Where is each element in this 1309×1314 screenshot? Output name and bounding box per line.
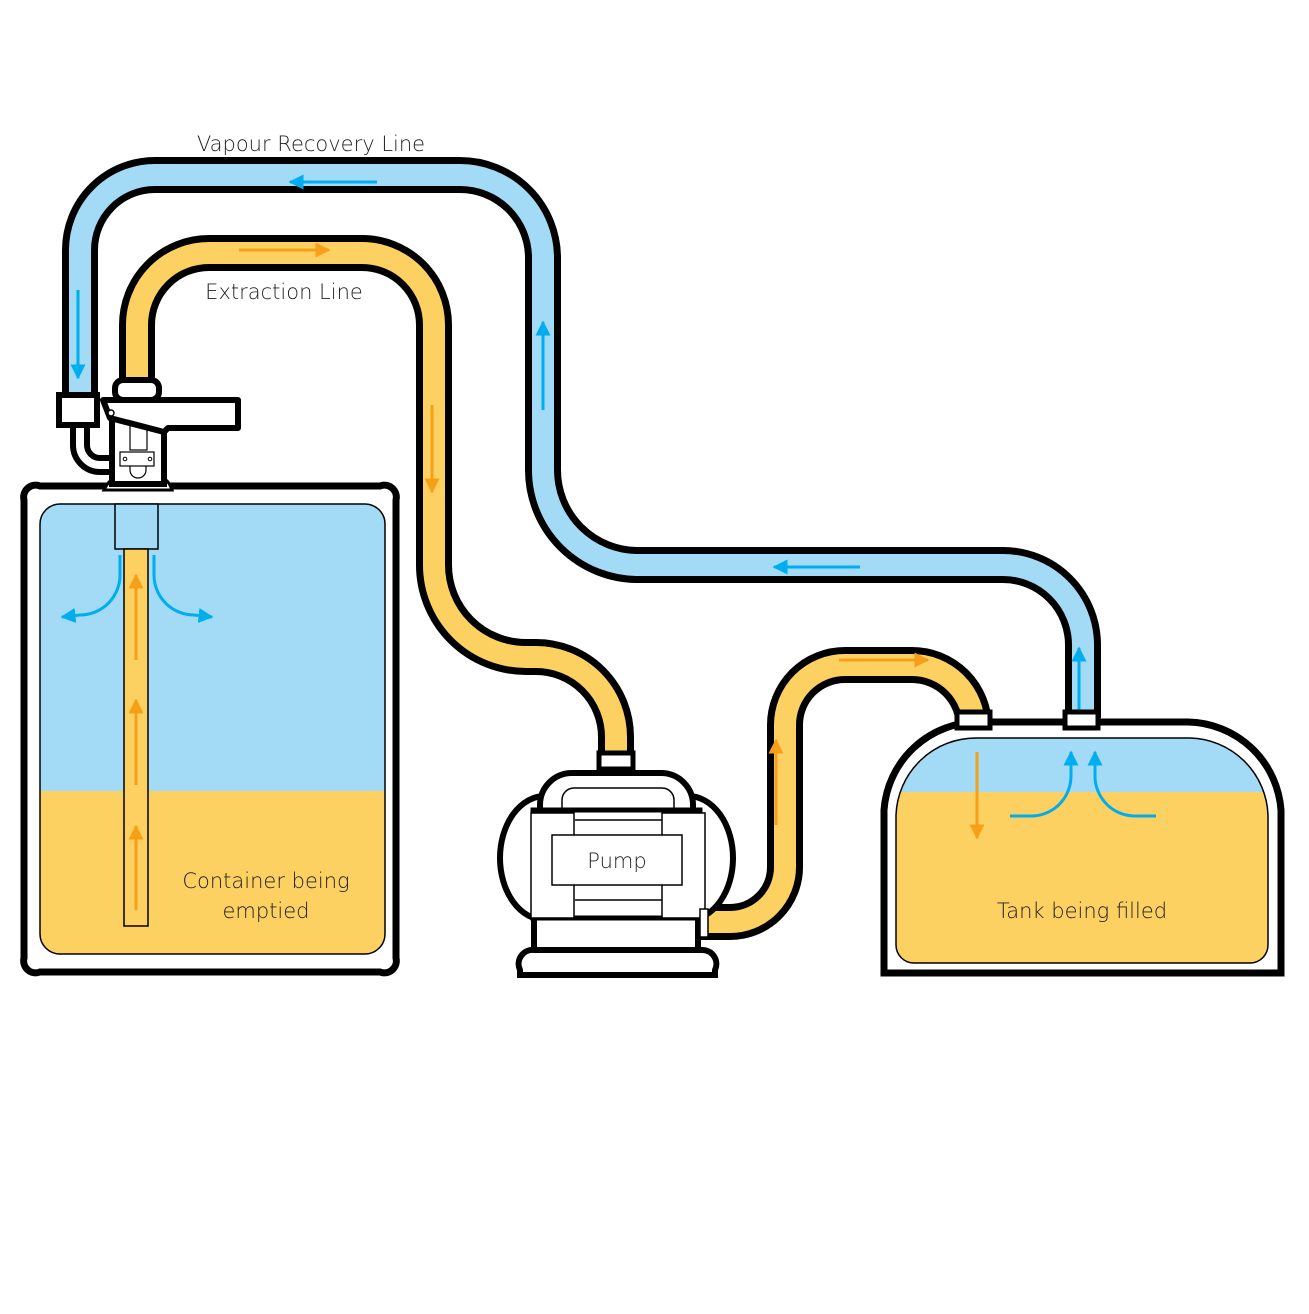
pump-label: Pump [587,849,646,873]
tank-vapour-arrow-left [1010,750,1079,818]
container-vapour-arrow-right [152,555,214,623]
tank-being-filled: Tank being filled [880,709,1285,977]
container-vapour-space [40,504,385,791]
vapour-adapter-fitting [56,392,100,428]
pump-label-plate [551,834,683,886]
container-being-emptied: Container being emptied [20,481,400,977]
tank-label: Tank being filled [997,899,1167,923]
tank-vapour-fitting [1062,709,1101,731]
tank-fill-fitting [954,709,993,731]
pipe-flow-arrows [70,174,1087,825]
vapour-recovery-pipe [62,157,1101,718]
vapour-recovery-line-label: Vapour Recovery Line [197,132,425,156]
drum-pump-head [56,377,241,492]
extraction-line-label: Extraction Line [205,280,363,304]
extraction-pipe [119,235,634,760]
container-vapour-arrow-left [60,555,122,623]
tank-liquid [896,792,1268,963]
delivery-pipe [700,647,992,940]
tank-vapour-space [896,738,1268,792]
container-label-line1: Container being [182,869,349,893]
container-dip-tube-socket [114,503,159,550]
tank-vapour-arrow-right [1087,750,1156,818]
pump: Pump [497,750,736,978]
extraction-coupling [112,377,162,403]
container-label-line2: emptied [222,899,309,923]
container-liquid [40,791,385,954]
